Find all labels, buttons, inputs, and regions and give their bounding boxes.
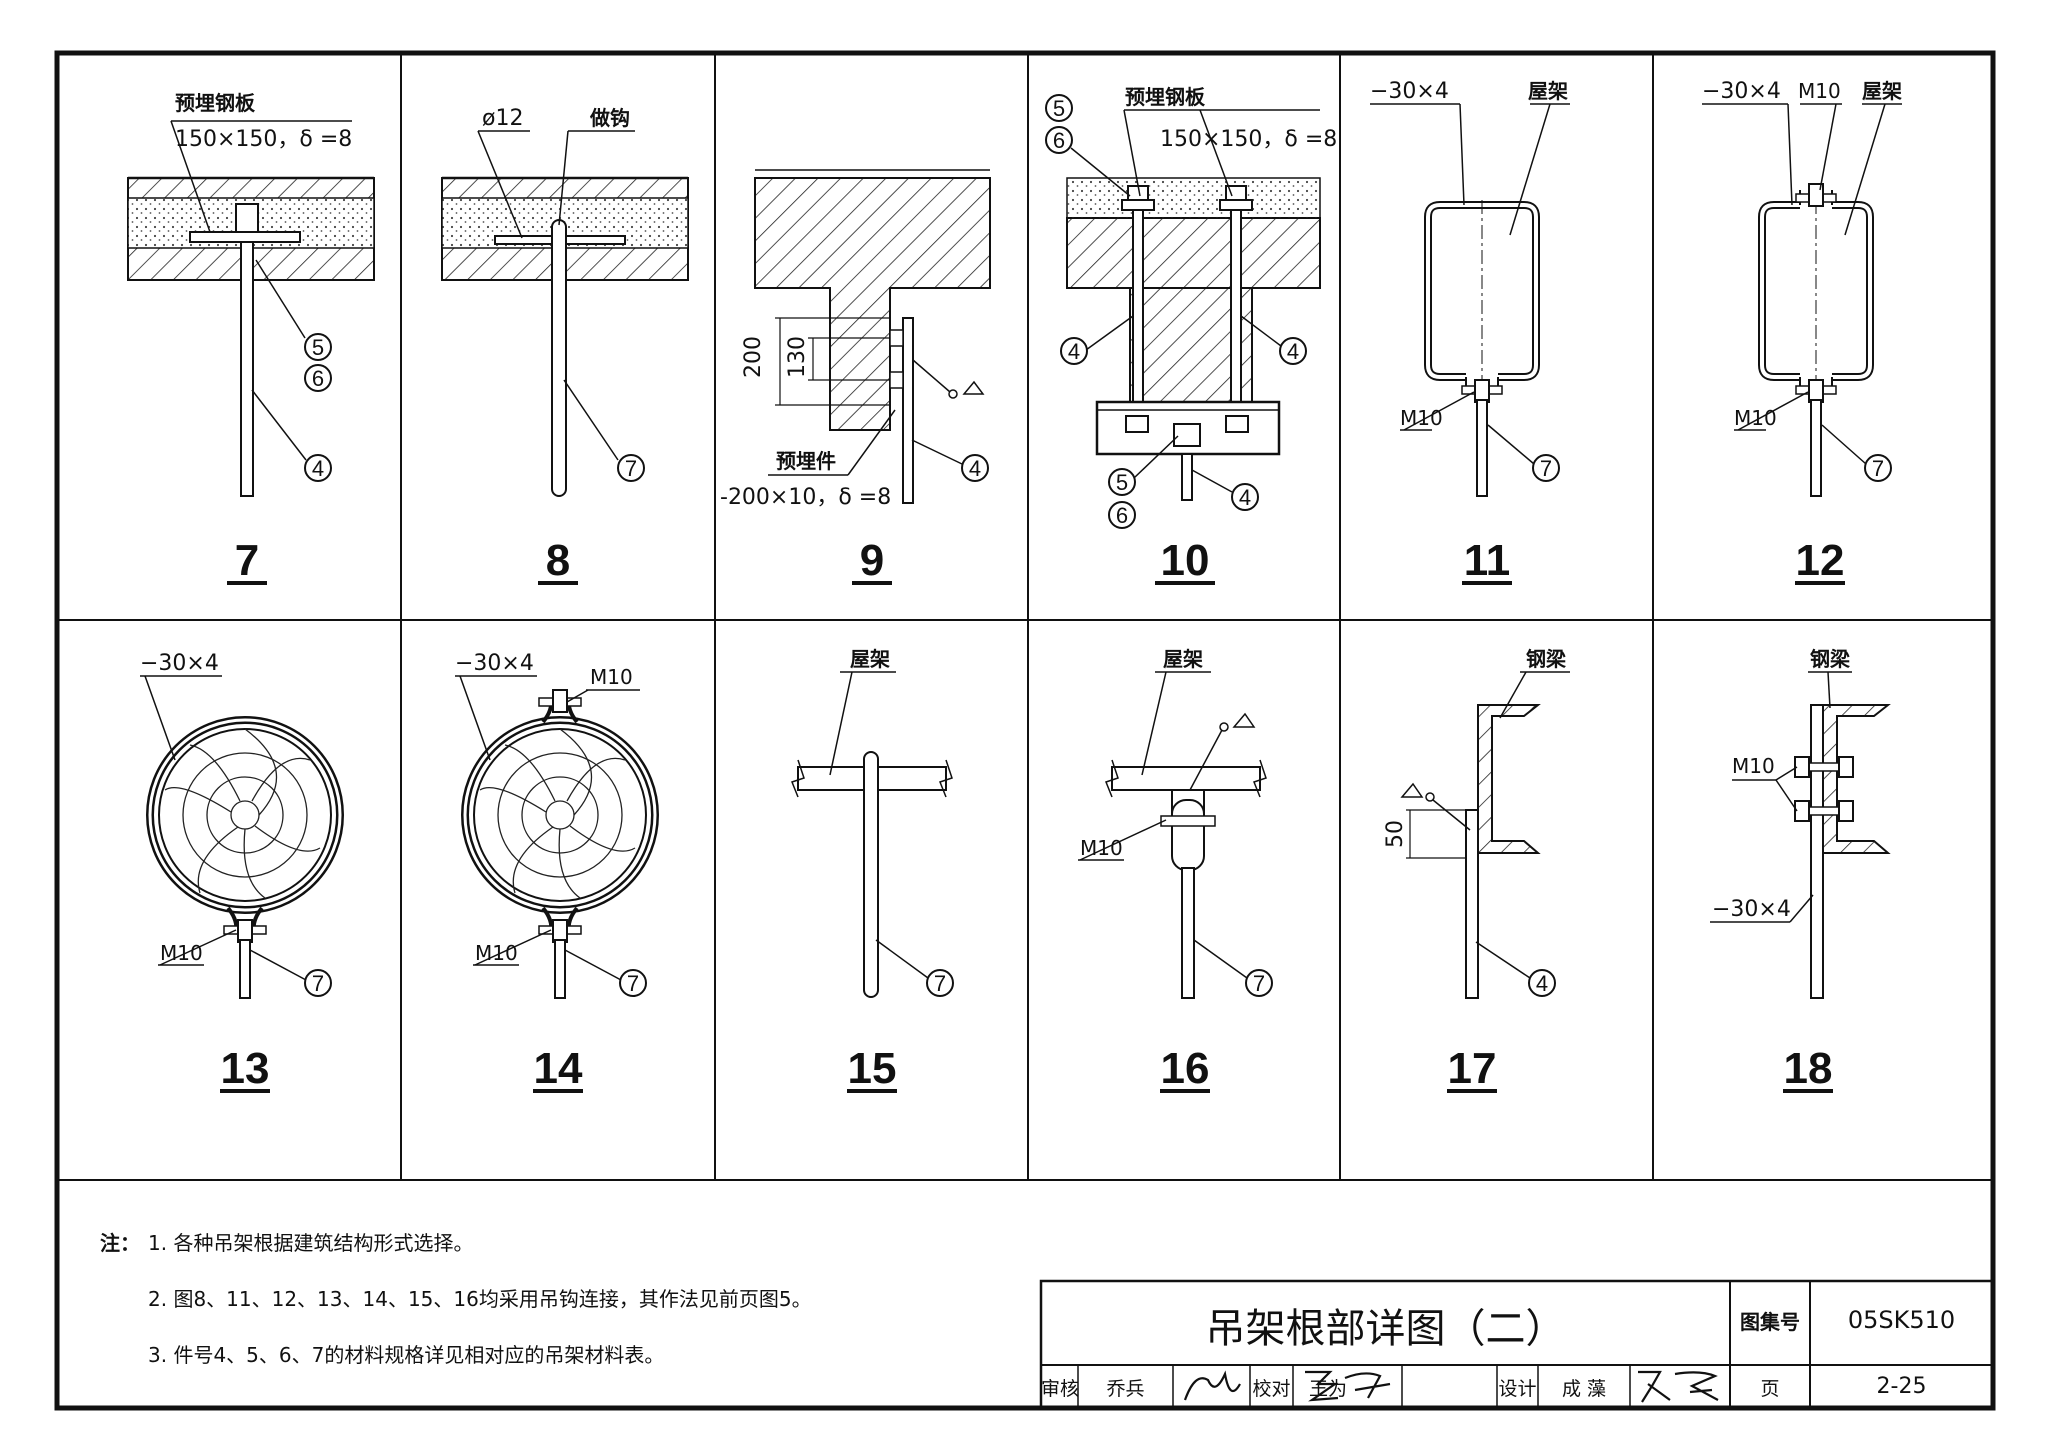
d10-item-6-top: 6 [1053, 128, 1065, 153]
d10-item-5-bottom: 5 [1116, 470, 1128, 495]
d9-dim-200: 200 [741, 336, 766, 378]
page-number: 2-25 [1876, 1374, 1927, 1399]
title-block [1039, 1279, 1995, 1410]
d7-item-6: 6 [312, 366, 324, 391]
note-1: 1. 各种吊架根据建筑结构形式选择。 [148, 1231, 474, 1255]
detail-12: −30×4 M10 屋架 M10 7 12 [1702, 79, 1902, 585]
detail-number-15: 15 [848, 1044, 897, 1093]
detail-number-11: 11 [1464, 536, 1511, 585]
d18-bolt: M10 [1732, 754, 1775, 778]
detail-number-10: 10 [1161, 536, 1210, 585]
reviewer-name: 乔兵 [1106, 1378, 1145, 1400]
detail-9: 200 130 预埋件 -200×10，δ =8 4 9 [720, 169, 991, 585]
detail-number-18: 18 [1784, 1044, 1833, 1093]
detail-number-9: 9 [860, 536, 884, 585]
detail-14: −30×4 M10 M10 7 14 [455, 651, 659, 1093]
d10-item-4-bottom: 4 [1239, 485, 1251, 510]
d17-steel-beam: 钢梁 [1526, 647, 1567, 671]
atlas-number: 05SK510 [1847, 1306, 1956, 1334]
detail-number-16: 16 [1161, 1044, 1210, 1093]
detail-number-12: 12 [1796, 536, 1845, 585]
d14-bolt: M10 [475, 941, 518, 965]
detail-7: 预埋钢板 150×150，δ =8 5 6 4 7 [127, 91, 375, 585]
detail-18: 钢梁 M10 −30×4 18 [1710, 647, 1891, 1093]
d10-item-4-left: 4 [1068, 339, 1080, 364]
d15-roof-truss: 屋架 [850, 647, 890, 671]
d14-top-bolt: M10 [590, 665, 633, 689]
d13-item-7: 7 [312, 971, 324, 996]
d8-item-7: 7 [625, 456, 637, 481]
d9-item-4: 4 [969, 456, 981, 481]
check-label: 校对 [1252, 1378, 1291, 1400]
notes-prefix: 注： [100, 1231, 140, 1255]
d18-flat-bar: −30×4 [1712, 897, 1791, 922]
d11-flat-bar: −30×4 [1370, 79, 1449, 104]
note-3: 3. 件号4、5、6、7的材料规格详见相对应的吊架材料表。 [148, 1343, 665, 1367]
d7-plate-spec: 150×150，δ =8 [175, 127, 352, 152]
design-label: 设计 [1498, 1378, 1537, 1400]
drawing-title: 吊架根部详图（二） [1205, 1306, 1566, 1352]
designer-name: 成 藻 [1561, 1378, 1607, 1400]
d12-item-7: 7 [1872, 456, 1884, 481]
d9-embed-title: 预埋件 [776, 449, 836, 473]
d10-item-6-bottom: 6 [1116, 503, 1128, 528]
d16-roof-truss: 屋架 [1163, 647, 1203, 671]
d7-plate-title: 预埋钢板 [175, 91, 256, 115]
d9-embed-spec: -200×10，δ =8 [720, 485, 891, 510]
d10-plate-spec: 150×150，δ =8 [1160, 127, 1337, 152]
review-label: 审核 [1041, 1378, 1080, 1400]
d8-diameter: ø12 [482, 106, 523, 131]
d14-item-7: 7 [627, 971, 639, 996]
d9-dim-130: 130 [785, 336, 810, 378]
atlas-label: 图集号 [1740, 1310, 1800, 1334]
detail-8: ø12 做钩 7 8 [441, 106, 689, 585]
d12-bolt: M10 [1734, 406, 1777, 430]
d18-steel-beam: 钢梁 [1810, 647, 1851, 671]
detail-number-13: 13 [221, 1044, 270, 1093]
page-label: 页 [1760, 1378, 1780, 1400]
d7-item-5: 5 [312, 335, 324, 360]
signatures [1183, 1370, 1719, 1403]
checker-name: 王为 [1308, 1378, 1347, 1400]
detail-number-7: 7 [235, 536, 259, 585]
detail-11: −30×4 屋架 M10 7 11 [1370, 79, 1570, 585]
note-2: 2. 图8、11、12、13、14、15、16均采用吊钩连接，其作法见前页图5。 [148, 1287, 812, 1311]
d16-bolt: M10 [1080, 836, 1123, 860]
detail-number-8: 8 [546, 536, 570, 585]
d13-flat-bar: −30×4 [140, 651, 219, 676]
d14-flat-bar: −30×4 [455, 651, 534, 676]
d10-plate-title: 预埋钢板 [1125, 85, 1206, 109]
detail-16: 屋架 M10 7 16 [1078, 647, 1273, 1093]
d17-item-4: 4 [1536, 971, 1548, 996]
d16-item-7: 7 [1253, 971, 1265, 996]
detail-15: 屋架 7 15 [791, 647, 954, 1093]
detail-number-17: 17 [1448, 1044, 1497, 1093]
detail-17: 50 钢梁 4 17 [1383, 647, 1570, 1093]
d17-dim-50: 50 [1383, 820, 1408, 848]
d12-top-bolt: M10 [1798, 79, 1841, 103]
d10-item-5-top: 5 [1053, 96, 1065, 121]
d12-flat-bar: −30×4 [1702, 79, 1781, 104]
d12-roof-truss: 屋架 [1862, 79, 1902, 103]
d11-bolt: M10 [1400, 406, 1443, 430]
d15-item-7: 7 [934, 971, 946, 996]
d11-item-7: 7 [1540, 456, 1552, 481]
d7-item-4: 4 [312, 456, 324, 481]
detail-10: 5 6 预埋钢板 150×150，δ =8 4 4 5 6 4 10 [1045, 85, 1337, 585]
detail-13: −30×4 M10 7 13 [140, 651, 344, 1093]
d13-bolt: M10 [160, 941, 203, 965]
d8-hook: 做钩 [589, 106, 630, 130]
detail-number-14: 14 [534, 1044, 583, 1093]
d11-roof-truss: 屋架 [1528, 79, 1568, 103]
sheet-frame [54, 50, 1996, 1411]
d10-item-4-right: 4 [1287, 339, 1299, 364]
